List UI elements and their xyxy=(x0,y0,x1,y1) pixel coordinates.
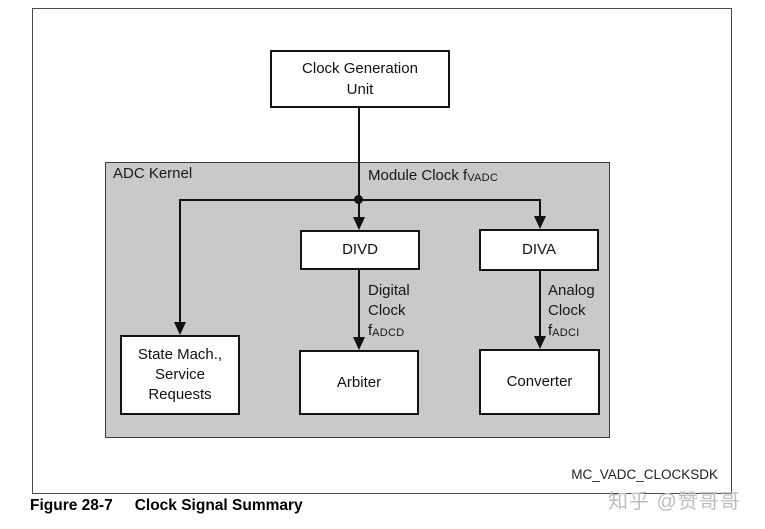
block-label: DIVA xyxy=(522,241,556,258)
figure-caption-label: Figure 28-7 xyxy=(30,497,113,514)
block-state-machine: State Mach., Service Requests xyxy=(120,335,240,415)
connector-to-state-machine xyxy=(179,199,181,324)
block-label: Service xyxy=(154,366,206,383)
module-clock-label: Module Clock fVADC xyxy=(368,166,498,188)
signal-subscript: ADCI xyxy=(552,327,580,339)
block-label: Requests xyxy=(148,386,212,403)
block-label: Arbiter xyxy=(336,373,382,391)
arrow-down-icon xyxy=(534,216,546,229)
arrow-down-icon xyxy=(534,336,546,349)
connector-to-diva xyxy=(539,199,541,218)
arrow-down-icon xyxy=(174,322,186,335)
block-arbiter: Arbiter xyxy=(299,350,419,415)
figure-caption: Figure 28-7 Clock Signal Summary xyxy=(30,497,303,515)
signal-text: Analog xyxy=(548,282,595,299)
signal-text: Module Clock f xyxy=(368,167,468,184)
block-clock-generation-unit: Clock Generation Unit xyxy=(270,50,450,108)
analog-clock-label: Analog Clock fADCI xyxy=(548,281,595,343)
block-divd: DIVD xyxy=(300,230,420,270)
signal-text: Clock xyxy=(548,302,586,319)
block-label: State Mach., xyxy=(137,346,223,363)
block-converter: Converter xyxy=(479,349,600,415)
block-diva: DIVA xyxy=(479,229,599,271)
block-label: Clock Generation xyxy=(302,60,418,77)
connector-diva-to-converter xyxy=(539,269,541,337)
adc-kernel-label: ADC Kernel xyxy=(113,165,193,182)
signal-symbol-line: fADCI xyxy=(548,321,595,343)
block-label: DIVD xyxy=(342,241,378,258)
connector-cgu-to-junction xyxy=(358,108,360,219)
block-label: Unit xyxy=(346,81,374,98)
signal-symbol-line: fADCD xyxy=(368,321,410,343)
signal-subscript: ADCD xyxy=(372,327,405,339)
signal-text: Digital xyxy=(368,282,410,299)
watermark-text: 知乎 @赞哥哥 xyxy=(608,491,741,513)
junction-dot-icon xyxy=(354,195,363,204)
signal-subscript: VADC xyxy=(467,172,499,184)
signal-symbol: f xyxy=(548,322,553,339)
diagram-id-text: MC_VADC_CLOCKSDK xyxy=(571,467,718,482)
signal-symbol: f xyxy=(368,322,373,339)
signal-text: Clock xyxy=(368,302,406,319)
block-label: Converter xyxy=(506,373,573,390)
connector-divd-to-arbiter xyxy=(358,269,360,338)
arrow-down-icon xyxy=(353,337,365,350)
arrow-down-icon xyxy=(353,217,365,230)
digital-clock-label: Digital Clock fADCD xyxy=(368,281,410,343)
figure-caption-title: Clock Signal Summary xyxy=(134,497,303,514)
